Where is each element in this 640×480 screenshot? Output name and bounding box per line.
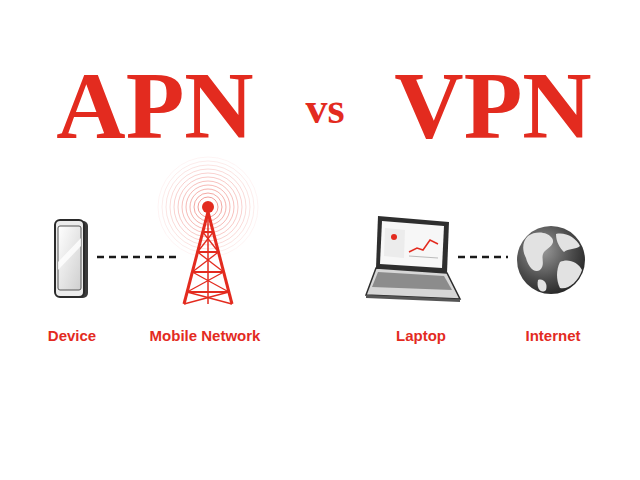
laptop-lid (376, 216, 449, 273)
node-label: Internet (523, 327, 582, 345)
title-word: VPN (394, 58, 591, 154)
tower-bar (192, 271, 223, 273)
tower-brace (208, 212, 213, 232)
globe-icon (517, 226, 585, 294)
tower-beacon (202, 201, 214, 213)
laptop-keyboard (372, 272, 452, 290)
tower-brace (184, 292, 229, 304)
laptop-sidebar (384, 228, 405, 258)
tower-brace (198, 232, 214, 252)
tower-brace (187, 292, 232, 304)
tower-brace (203, 212, 208, 232)
tower-brace (198, 252, 224, 272)
laptop-screen (380, 221, 444, 268)
phone-body (55, 220, 84, 297)
laptop-axis (409, 256, 438, 258)
tower-mast (207, 212, 209, 304)
network-node: Mobile Network (186, 207, 232, 307)
title-word: APN (56, 58, 253, 154)
tower-bar (203, 231, 213, 233)
dashed-connector (97, 256, 178, 259)
laptop-icon (366, 216, 460, 302)
laptop-base (366, 268, 460, 299)
laptop-edge (366, 295, 460, 302)
versus-text: vs (305, 87, 344, 131)
dashed-connector (458, 256, 508, 259)
tower-bar (198, 251, 219, 253)
signal-ring (162, 161, 254, 253)
phone-screen (58, 226, 81, 290)
globe-land (523, 232, 582, 291)
tower-brace (187, 272, 224, 292)
continent (557, 260, 582, 288)
internet-node: Internet (516, 224, 586, 290)
continent (538, 280, 547, 292)
continent (556, 234, 580, 252)
node-label: Mobile Network (148, 327, 263, 345)
tower-brace (192, 272, 229, 292)
globe-sphere (517, 226, 585, 294)
phone-icon (55, 220, 88, 298)
node-label: Device (46, 327, 98, 345)
laptop-logo (391, 234, 397, 240)
continent (523, 232, 553, 271)
tower-brace (192, 252, 218, 272)
phone-shine (58, 238, 81, 270)
tower-icon (158, 157, 258, 304)
node-label: Laptop (394, 327, 448, 345)
device-node: Device (55, 218, 89, 296)
laptop-node: Laptop (368, 217, 450, 297)
tower-bar (187, 291, 229, 293)
laptop-chart (409, 240, 438, 252)
